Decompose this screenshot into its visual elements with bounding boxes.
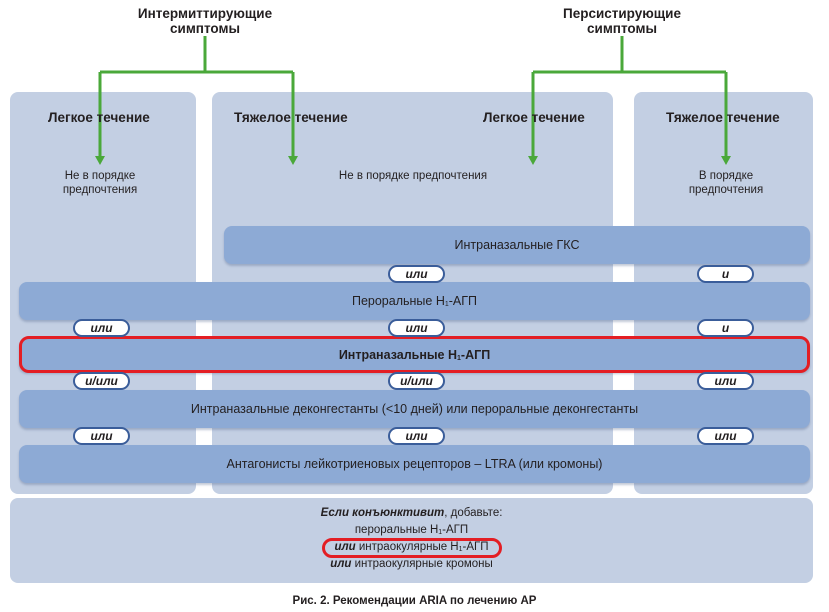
note-in-preference: В порядке предпочтения — [688, 170, 764, 196]
note-no-preference-1: Не в порядке предпочтения — [62, 170, 138, 196]
bar-decongestants-label: Интраназальные деконгестанты (<10 дней) … — [190, 402, 639, 416]
connector-and: и — [697, 319, 754, 337]
bar-oral-h1-label: Пероральные H1-АГП — [351, 294, 478, 308]
column-title-severe-2: Тяжелое течение — [666, 110, 780, 125]
column-title-mild-1: Легкое течение — [48, 110, 150, 125]
note-no-preference-2: Не в порядке предпочтения — [338, 170, 488, 182]
connector-and-or: и/или — [388, 372, 445, 390]
connector-or: или — [73, 427, 130, 445]
conjunctivitis-line-2: пероральные H1-АГП — [354, 524, 469, 536]
connector-or: или — [73, 319, 130, 337]
column-title-mild-2: Легкое течение — [483, 110, 585, 125]
column-title-severe-1: Тяжелое течение — [234, 110, 348, 125]
bar-intranasal-gks: Интраназальные ГКС — [224, 226, 810, 264]
highlight-intraocular-h1 — [322, 538, 502, 558]
highlight-intranasal-h1 — [19, 336, 810, 373]
connector-or: или — [388, 319, 445, 337]
connector-or: или — [388, 427, 445, 445]
conjunctivitis-line-4: или интраокулярные кромоны — [330, 558, 493, 570]
connector-and-or: и/или — [73, 372, 130, 390]
bar-oral-h1: Пероральные H1-АГП — [19, 282, 810, 320]
bar-intranasal-gks-label: Интраназальные ГКС — [454, 238, 580, 252]
bar-decongestants: Интраназальные деконгестанты (<10 дней) … — [19, 390, 810, 428]
figure-caption: Рис. 2. Рекомендации ARIA по лечению АР — [292, 595, 537, 607]
connector-or: или — [697, 427, 754, 445]
connector-or: или — [388, 265, 445, 283]
persistent-symptoms-title: Персистирующие симптомы — [563, 6, 681, 36]
bar-ltra: Антагонисты лейкотриеновых рецепторов – … — [19, 445, 810, 483]
bar-ltra-label: Антагонисты лейкотриеновых рецепторов – … — [226, 457, 603, 471]
intermittent-symptoms-title: Интермиттирующие симптомы — [137, 6, 273, 36]
bar-intranasal-h1-label: Интраназальные H1-АГП — [338, 348, 491, 362]
connector-or: или — [697, 372, 754, 390]
connector-and: и — [697, 265, 754, 283]
conjunctivitis-line-3: или интраокулярные H1-АГП — [334, 541, 489, 553]
conjunctivitis-line-1: Если конъюнктивит, добавьте: — [320, 507, 503, 519]
bar-intranasal-h1: Интраназальные H1-АГП — [19, 338, 810, 372]
symptom-arrows — [95, 36, 731, 165]
